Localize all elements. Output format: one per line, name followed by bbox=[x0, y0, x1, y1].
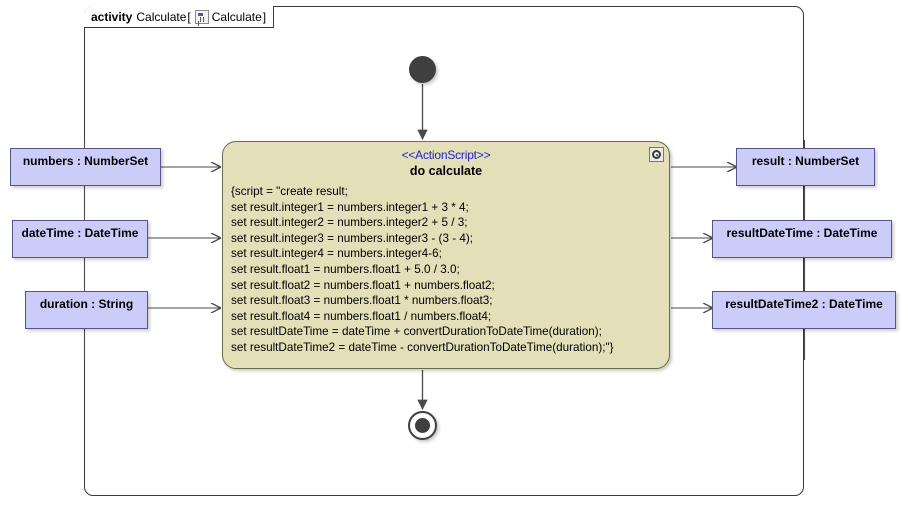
action-title: do calculate bbox=[409, 164, 483, 178]
action-stereotype: <<ActionScript>> bbox=[401, 148, 491, 162]
input-pin-datetime[interactable]: dateTime : DateTime bbox=[12, 220, 148, 258]
output-pin-result[interactable]: result : NumberSet bbox=[736, 148, 875, 186]
target-ring-icon[interactable] bbox=[649, 147, 664, 162]
activity-final-node[interactable] bbox=[408, 411, 437, 440]
frame-bracket-open: [ bbox=[187, 9, 191, 24]
input-pin-datetime-label: dateTime : DateTime bbox=[21, 226, 139, 240]
action-node-do-calculate[interactable]: <<ActionScript>> do calculate {script = … bbox=[222, 141, 670, 369]
output-pin-result-label: result : NumberSet bbox=[751, 154, 860, 168]
output-pin-resultdatetime2[interactable]: resultDateTime2 : DateTime bbox=[712, 291, 896, 329]
frame-name: Calculate bbox=[136, 9, 187, 24]
frame-keyword: activity bbox=[91, 9, 133, 24]
frame-bracket-close: ] bbox=[262, 9, 267, 24]
activity-frame-header[interactable]: activity Calculate [ Calculate ] bbox=[84, 6, 275, 28]
activity-diagram-icon bbox=[194, 9, 209, 24]
input-pin-numbers[interactable]: numbers : NumberSet bbox=[10, 148, 161, 186]
output-pin-resultdatetime[interactable]: resultDateTime : DateTime bbox=[712, 220, 892, 258]
input-pin-duration-label: duration : String bbox=[39, 297, 134, 311]
output-pin-resultdatetime2-label: resultDateTime2 : DateTime bbox=[725, 297, 883, 311]
initial-node[interactable] bbox=[409, 56, 436, 83]
output-pin-resultdatetime-label: resultDateTime : DateTime bbox=[726, 226, 878, 240]
action-script-body: {script = "create result; set result.int… bbox=[231, 185, 614, 354]
input-pin-numbers-label: numbers : NumberSet bbox=[22, 154, 149, 168]
frame-diagram-name: Calculate bbox=[211, 9, 262, 24]
input-pin-duration[interactable]: duration : String bbox=[25, 291, 148, 329]
